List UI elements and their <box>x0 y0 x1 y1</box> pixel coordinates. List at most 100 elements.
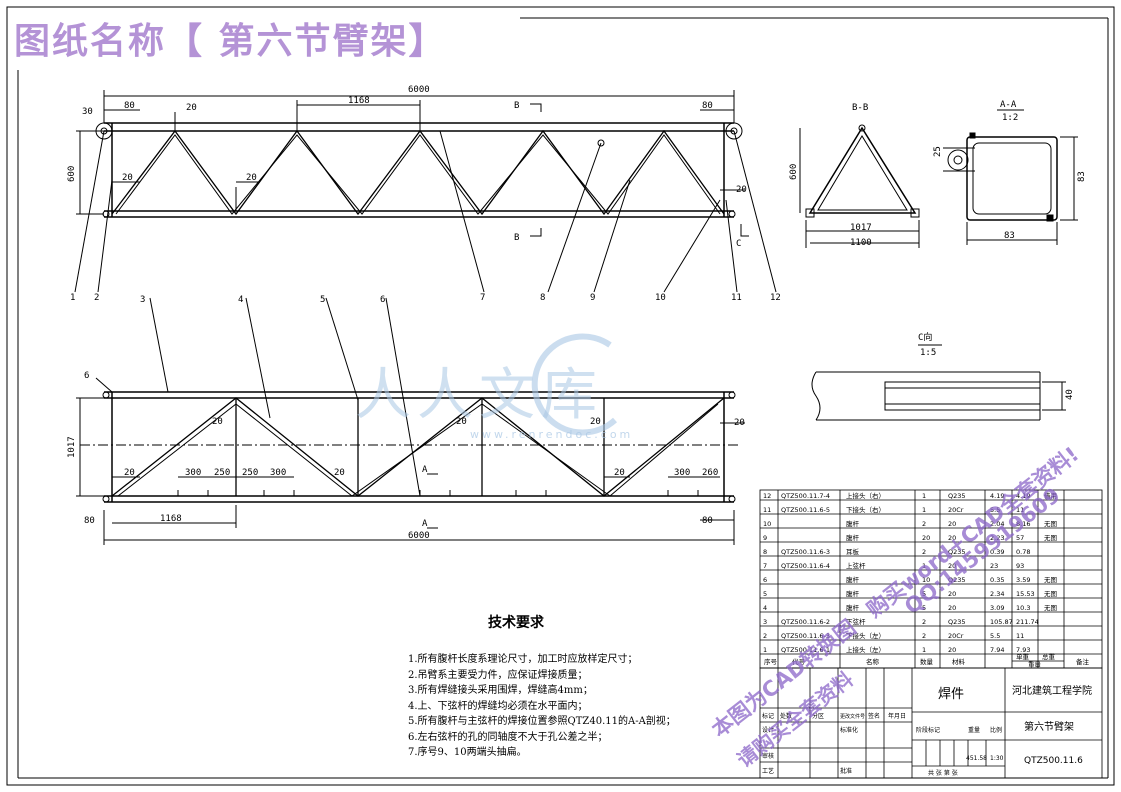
bom-cell: 2 <box>922 618 926 626</box>
bom-cell: 9 <box>763 534 767 542</box>
bom-cell: 12 <box>763 492 771 500</box>
bom-header-material: 材料 <box>952 657 966 666</box>
bom-cell: 腹杆 <box>846 603 860 612</box>
part-number-1: 1 <box>70 293 75 303</box>
dim-6000-top: 6000 <box>408 85 430 95</box>
bom-cell: 7 <box>763 562 767 570</box>
tech-item-3: 3.所有焊缝接头采用围焊，焊缝高4mm； <box>408 685 593 696</box>
dim-260: 260 <box>702 468 718 478</box>
bom-cell: 无图 <box>1044 590 1057 598</box>
bom-cell: 2 <box>763 632 767 640</box>
bom-cell: 腹杆 <box>846 575 860 584</box>
row-label-process: 工艺 <box>762 767 774 775</box>
row-label-review: 审核 <box>762 752 774 760</box>
bom-cell: 20 <box>948 562 956 570</box>
bom-cell: 下接头（右） <box>846 505 885 514</box>
bom-cell: 2 <box>922 548 926 556</box>
dim-80-plan-right: 80 <box>702 516 713 526</box>
dim-1100: 1100 <box>850 238 872 248</box>
bom-cell: 上接头（左） <box>846 645 885 654</box>
technical-requirements: 技术要求 1.所有腹杆长度系理论尺寸，加工时应放样定尺寸； 2.吊臂系主要受力件… <box>408 612 708 761</box>
dim-20-plan-f: 20 <box>124 468 135 478</box>
bom-cell: 57 <box>1016 534 1024 542</box>
bom-header-name: 名称 <box>866 657 880 666</box>
dim-20-c: 20 <box>736 185 747 195</box>
col-label-count: 处数 <box>780 712 792 720</box>
tech-heading: 技术要求 <box>488 615 544 631</box>
part-number-4: 4 <box>238 295 243 305</box>
stage-label: 阶段标记 <box>916 726 940 734</box>
c-view-label: C向 <box>918 331 932 343</box>
bom-cell: 腹杆 <box>846 533 860 542</box>
tech-item-5: 5.所有腹杆与主弦杆的焊接位置参照QTZ40.11的A-A剖视； <box>408 716 676 727</box>
dim-40: 40 <box>1065 389 1075 400</box>
bom-cell: 4 <box>763 604 767 612</box>
scale-value: 1:30 <box>990 755 1004 762</box>
bom-cell: 20 <box>948 590 956 598</box>
bom-cell: 5 <box>922 590 926 598</box>
part-number-3: 3 <box>140 295 145 305</box>
dim-600: 600 <box>67 166 77 182</box>
bom-cell: 5 <box>922 604 926 612</box>
bom-cell: 5 <box>763 590 767 598</box>
bom-cell: 11 <box>763 506 771 514</box>
bom-cell: 5.5 <box>990 506 1000 514</box>
dim-1168-plan: 1168 <box>160 514 182 524</box>
dim-20-a: 20 <box>122 173 133 183</box>
plan-view <box>76 297 745 545</box>
col-label-zone: 分区 <box>812 712 824 720</box>
row-label-design: 设计 <box>762 726 774 734</box>
bom-cell: 5.5 <box>990 632 1000 640</box>
dim-600-bb: 600 <box>789 164 799 180</box>
dim-20-plan-a: 20 <box>212 417 223 427</box>
bom-cell: 2.23 <box>990 534 1004 542</box>
bom-cell: QTZ500.11.6-3 <box>781 632 830 640</box>
tech-item-7: 7.序号9、10两端头抽扁。 <box>408 747 527 758</box>
bom-cell: 4.19 <box>990 492 1004 500</box>
dim-80-plan-left: 80 <box>84 516 95 526</box>
section-mark-a-top: A <box>422 465 428 475</box>
bom-cell: 1 <box>922 492 926 500</box>
tech-item-2: 2.吊臂系主要受力件，应保证焊接质量； <box>408 669 588 681</box>
tech-item-6: 6.左右弦杆的孔的同轴度不大于孔公差之半； <box>408 731 608 743</box>
bom-cell: 无图 <box>1044 520 1057 528</box>
bom-cell: QTZ500.11.6-3 <box>781 548 830 556</box>
watermark-url: www.renrendoc.com <box>470 428 634 441</box>
bom-header-qty: 数量 <box>920 657 934 666</box>
bom-cell: 10.3 <box>1016 604 1030 612</box>
part-number-8: 8 <box>540 293 545 303</box>
dim-80-right: 80 <box>702 101 713 111</box>
tech-item-4: 4.上、下弦杆的焊缝均必须在水平面内； <box>408 700 588 712</box>
dim-300-b: 300 <box>270 468 286 478</box>
bom-cell: 0.78 <box>1016 548 1030 556</box>
title-block-text: 焊件 河北建筑工程学院 第六节臂架 QTZ500.11.6 阶段标记 重量 比例… <box>762 684 1092 777</box>
bom-cell: 2 <box>922 520 926 528</box>
dim-20-plan-g: 20 <box>734 418 745 428</box>
section-b-b <box>799 124 920 248</box>
bom-cell: 0.39 <box>990 548 1004 556</box>
watermark-logo <box>531 333 618 436</box>
dim-1017-plan: 1017 <box>67 436 77 458</box>
bom-cell: 11 <box>1016 632 1024 640</box>
bom-cell: 20 <box>948 520 956 528</box>
bom-cell: Q235 <box>948 618 966 626</box>
dim-30: 30 <box>82 107 93 117</box>
dim-25: 25 <box>933 146 943 157</box>
bom-cell: 借用 <box>1044 491 1057 500</box>
watermark-brand: 人人文库 <box>355 363 603 428</box>
bom-cell: 20Cr <box>948 632 964 640</box>
bom-header-unit: 单重 <box>1016 652 1030 661</box>
c-view <box>811 344 1066 421</box>
bom-cell: QTZ500.11.6-4 <box>781 562 830 570</box>
bom-cell: QTZ500.11.6-5 <box>781 506 830 514</box>
bom-cell: 4.19 <box>1016 492 1030 500</box>
dim-83-a: 83 <box>1004 231 1015 241</box>
page-title: 图纸名称【 第六节臂架】 <box>14 20 447 62</box>
bom-cell: 0.35 <box>990 576 1004 584</box>
bom-cell: 无图 <box>1044 576 1057 584</box>
part-type: 焊件 <box>938 686 964 702</box>
bom-cell: 下弦杆 <box>846 617 866 626</box>
bom-cell: 3.09 <box>990 604 1004 612</box>
dim-20-plan-e: 20 <box>590 417 601 427</box>
part-number-2: 2 <box>94 293 99 303</box>
